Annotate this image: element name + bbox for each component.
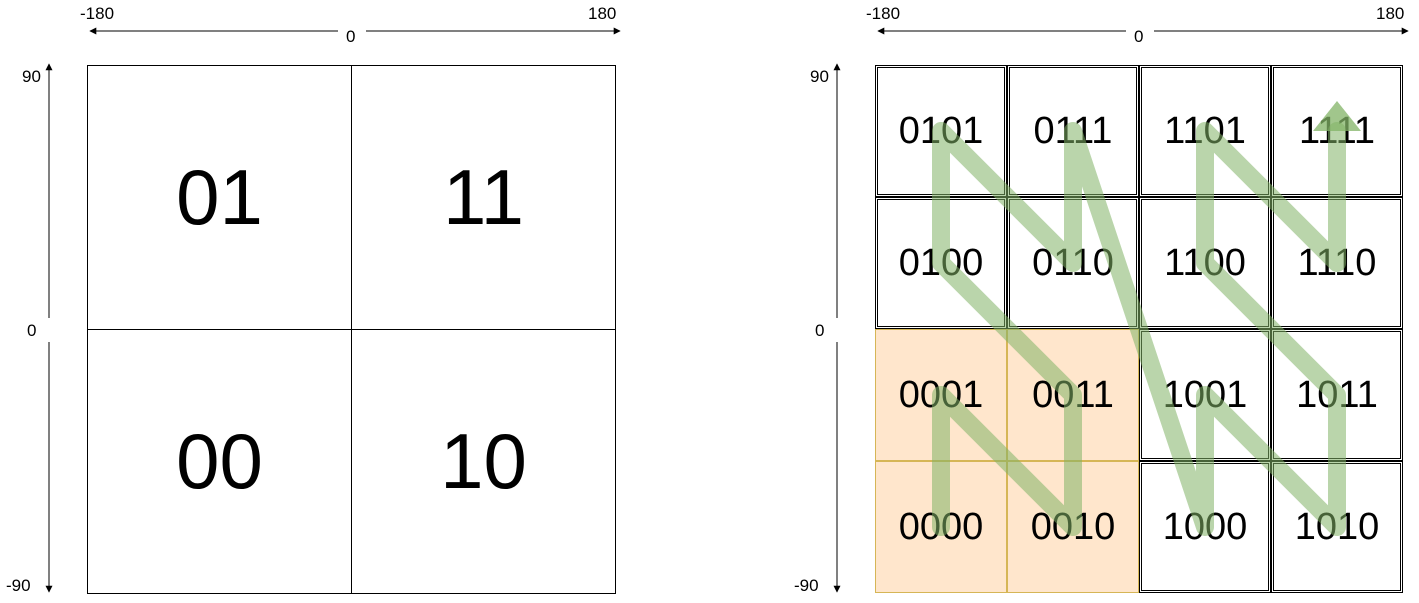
- right-cell-0111: 0111: [1007, 65, 1139, 197]
- right-cell-1001: 1001: [1139, 329, 1271, 461]
- right-cell-1110: 1110: [1271, 197, 1403, 329]
- right-x-min-label: -180: [866, 4, 901, 23]
- right-cell-1010: 1010: [1271, 461, 1403, 593]
- right-cell-0011: 0011: [1007, 329, 1139, 461]
- right-cell-0101: 0101: [875, 65, 1007, 197]
- left-y-mid-label: 0: [27, 321, 37, 340]
- right-cell-0110: 0110: [1007, 197, 1139, 329]
- left-y-min-label: -90: [6, 576, 31, 595]
- right-cell-1101: 1101: [1139, 65, 1271, 197]
- right-cell-1000: 1000: [1139, 461, 1271, 593]
- right-cell-1011: 1011: [1271, 329, 1403, 461]
- right-cell-0000: 0000: [875, 461, 1007, 593]
- right-x-mid-label: 0: [1134, 27, 1144, 46]
- right-y-max-label: 90: [810, 67, 829, 86]
- right-cell-0001: 0001: [875, 329, 1007, 461]
- left-y-max-label: 90: [22, 67, 41, 86]
- left-cell: 01: [87, 65, 352, 330]
- right-cell-1111: 1111: [1271, 65, 1403, 197]
- right-cell-0100: 0100: [875, 197, 1007, 329]
- left-cell: 10: [351, 329, 616, 594]
- left-x-max-label: 180: [588, 4, 617, 23]
- left-cell: 00: [87, 329, 352, 594]
- right-y-mid-label: 0: [815, 321, 825, 340]
- right-cell-0010: 0010: [1007, 461, 1139, 593]
- left-x-mid-label: 0: [346, 27, 356, 46]
- right-y-min-label: -90: [794, 576, 819, 595]
- right-cell-1100: 1100: [1139, 197, 1271, 329]
- right-x-max-label: 180: [1376, 4, 1405, 23]
- left-x-min-label: -180: [80, 4, 115, 23]
